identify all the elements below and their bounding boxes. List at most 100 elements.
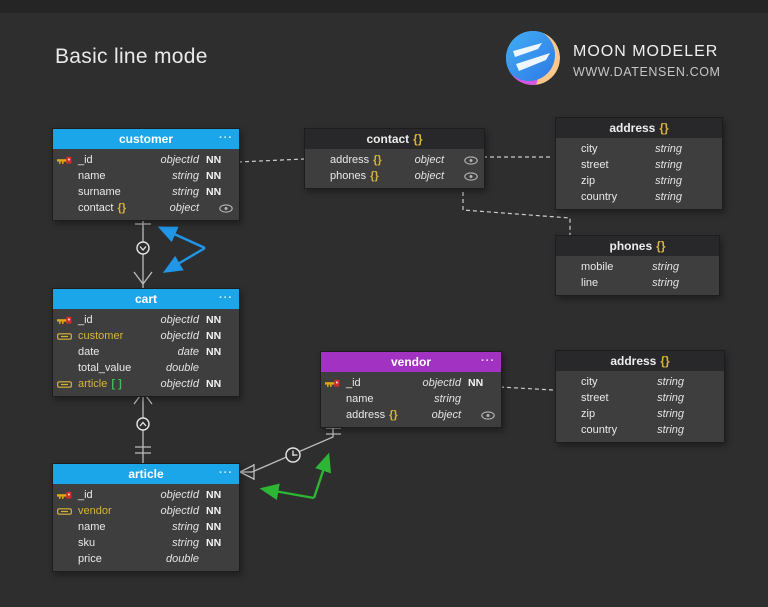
field-badge: {} [373,154,382,166]
cardinality-glyphs [139,246,298,456]
eye-icon[interactable] [481,410,495,420]
table-header[interactable]: article··· [53,464,239,484]
link-icon [57,332,78,341]
link-icon [57,507,78,516]
field-notnull: NN [206,154,222,166]
table-header[interactable]: customer··· [53,129,239,149]
field-row[interactable]: zip string [556,173,722,189]
field-notnull: NN [206,378,222,390]
field-notnull: NN [206,346,222,358]
table-header[interactable]: vendor··· [321,352,501,372]
field-type: string [172,521,199,533]
key-icon [57,316,78,325]
highlight-arrow-blue [157,226,206,273]
key-icon [325,379,346,388]
eye-icon[interactable] [219,203,233,213]
moon-modeler-logo-icon [505,30,561,91]
ellipsis-icon[interactable]: ··· [481,355,495,367]
eye-icon[interactable] [464,171,478,181]
key-icon [57,156,78,165]
table-header[interactable]: address{} [556,118,722,138]
table-header[interactable]: contact{} [305,129,484,149]
field-row[interactable]: phones{}object [305,168,484,184]
field-notnull: NN [206,314,222,326]
field-notnull: NN [206,521,222,533]
ellipsis-icon[interactable]: ··· [219,467,233,479]
field-name: price [78,553,102,565]
field-name: street [581,392,609,404]
field-notnull: NN [206,170,222,182]
field-type: string [655,175,682,187]
field-row[interactable]: address{}object [321,407,501,423]
field-row[interactable]: address{}object [305,152,484,168]
ellipsis-icon[interactable]: ··· [219,132,233,144]
table-contact[interactable]: contact{} address{}object phones{}object [304,128,485,189]
field-name: contact [78,202,114,214]
field-name: city [581,143,598,155]
field-row[interactable]: contact{}object [53,200,239,216]
field-type: objectId [160,154,199,166]
brand: MOON MODELER WWW.DATENSEN.COM [505,30,721,91]
field-badge: [ ] [111,378,122,390]
field-name: zip [581,175,596,187]
top-band [0,0,768,13]
table-header[interactable]: cart··· [53,289,239,309]
eye-icon[interactable] [464,155,478,165]
brand-name: MOON MODELER [573,42,719,60]
ellipsis-icon[interactable]: ··· [219,292,233,304]
field-notnull: NN [206,537,222,549]
field-name: _id [346,377,361,389]
brand-site: WWW.DATENSEN.COM [573,64,721,79]
table-header[interactable]: address{} [556,351,724,371]
curly-badge: {} [660,354,670,368]
table-header[interactable]: phones{} [556,236,719,256]
field-type: objectId [160,505,199,517]
field-type: double [165,362,199,374]
field-type: objectId [160,330,199,342]
highlight-arrow-green [259,452,332,500]
field-type: objectId [160,489,199,501]
field-badge: {} [117,202,127,214]
field-type: object [414,170,444,182]
field-name: name [78,170,106,182]
field-type: string [655,159,682,171]
key-icon [57,491,78,500]
field-name: vendor [78,505,112,517]
field-name: sku [78,537,96,549]
field-type: string [172,537,199,549]
field-row[interactable]: sku string NN [53,535,239,551]
field-type: string [172,186,199,198]
